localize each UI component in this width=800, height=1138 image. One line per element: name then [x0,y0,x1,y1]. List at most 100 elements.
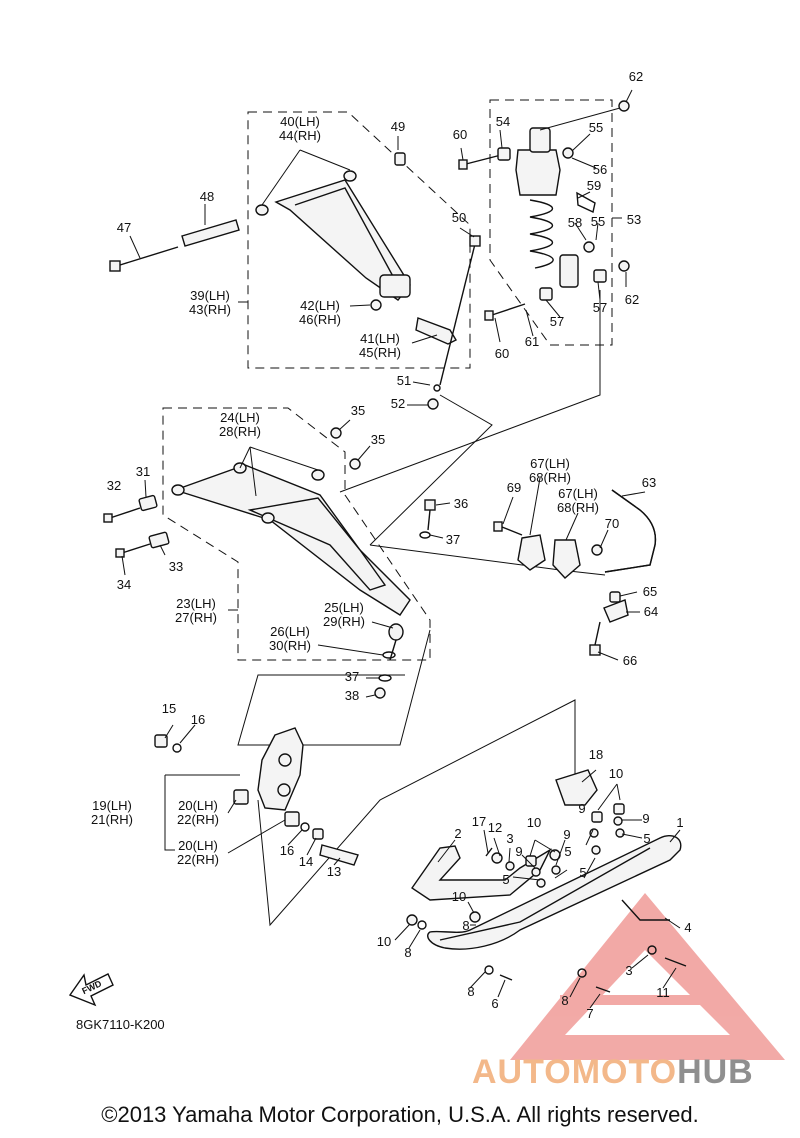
callout-line: 65 [643,584,657,599]
callout-c12: 12 [488,820,502,835]
callout-line: 39(LH) [190,288,230,303]
callout-line: 8 [462,918,469,933]
shock-absorber [427,100,630,410]
callout-c39: 39(LH)43(RH) [189,288,231,317]
callout-line: 62 [629,69,643,84]
callout-line: 2 [454,826,461,841]
callout-line: 67(LH) [530,456,570,471]
callout-line: 53 [627,212,641,227]
callout-line: 35 [351,403,365,418]
callout-line: 70 [605,516,619,531]
callout-line: 7 [586,1006,593,1021]
callout-c5b: 5 [502,872,509,887]
callout-c2: 2 [454,826,461,841]
callout-line: 5 [502,872,509,887]
callout-c62b: 62 [625,292,639,307]
callout-c10a: 10 [609,766,623,781]
callout-c48: 48 [200,189,214,204]
callout-line: 62 [625,292,639,307]
callout-line: 20(LH) [178,798,218,813]
callout-line: 10 [452,889,466,904]
callout-c14: 14 [299,854,313,869]
callout-c33: 33 [169,559,183,574]
callout-line: 38 [345,688,359,703]
callout-c40: 40(LH)44(RH) [279,114,321,143]
callout-line: 32 [107,478,121,493]
callout-line: 68(RH) [557,500,599,515]
callout-line: 16 [280,843,294,858]
callout-line: 8 [561,993,568,1008]
callout-line: 51 [397,373,411,388]
upper-a-arm [109,152,457,345]
callout-c31: 31 [136,464,150,479]
callout-line: 10 [377,934,391,949]
callout-line: 49 [391,119,405,134]
group-boxes [162,99,613,661]
callout-c63: 63 [642,475,656,490]
callout-line: 15 [162,701,176,716]
callout-line: 34 [117,577,131,592]
callout-c37b: 37 [345,669,359,684]
callout-c55a: 55 [589,120,603,135]
callout-c70: 70 [605,516,619,531]
callout-line: 31 [136,464,150,479]
callout-c59: 59 [587,178,601,193]
callout-line: 48 [200,189,214,204]
callout-c9a: 9 [578,801,585,816]
callout-c69: 69 [507,480,521,495]
callout-line: 42(LH) [300,298,340,313]
callout-c8b: 8 [404,945,411,960]
diagram-code: 8GK7110-K200 [76,1017,165,1032]
callout-line: 27(RH) [175,610,217,625]
callout-c10c: 10 [452,889,466,904]
callout-c42: 42(LH)46(RH) [299,298,341,327]
callout-c3a: 3 [506,831,513,846]
callout-line: 25(LH) [324,600,364,615]
copyright-notice: ©2013 Yamaha Motor Corporation, U.S.A. A… [101,1102,699,1127]
callout-c5a: 5 [564,844,571,859]
callout-c50: 50 [452,210,466,225]
callout-c18: 18 [589,747,603,762]
callout-line: 17 [472,814,486,829]
callout-line: 11 [656,985,670,1000]
callout-c65: 65 [643,584,657,599]
callout-line: 67(LH) [558,486,598,501]
callout-line: 40(LH) [280,114,320,129]
callout-line: 54 [496,114,510,129]
callout-line: 10 [527,815,541,830]
callout-line: 57 [550,314,564,329]
callout-line: 19(LH) [92,798,132,813]
callout-line: 41(LH) [360,331,400,346]
callout-c47: 47 [117,220,131,235]
callout-c13: 13 [327,864,341,879]
leader-lines [121,89,681,1009]
watermark-triangle [510,893,785,1060]
callout-line: 8 [467,984,474,999]
callout-c15: 15 [162,701,176,716]
callout-line: 16 [191,712,205,727]
callout-line: 45(RH) [359,345,401,360]
callout-c55b: 55 [591,214,605,229]
callout-line: 28(RH) [219,424,261,439]
callout-c34: 34 [117,577,131,592]
callout-line: 43(RH) [189,302,231,317]
callout-line: 18 [589,747,603,762]
callout-c20b: 20(LH)22(RH) [177,838,219,867]
callout-c52: 52 [391,396,405,411]
callout-c56: 56 [593,162,607,177]
callout-line: 6 [491,996,498,1011]
callout-c9c: 9 [515,844,522,859]
callout-c19: 19(LH)21(RH) [91,798,133,827]
callout-c57b: 57 [593,300,607,315]
callout-line: 33 [169,559,183,574]
callout-c9d: 9 [563,827,570,842]
spindle [154,727,359,866]
callout-c49: 49 [391,119,405,134]
callout-c37a: 37 [446,532,460,547]
callout-line: 4 [684,920,691,935]
callout-c8d: 8 [561,993,568,1008]
callout-c6: 6 [491,996,498,1011]
callout-c32: 32 [107,478,121,493]
watermark-text-b: HUB [677,1053,754,1091]
callout-c41: 41(LH)45(RH) [359,331,401,360]
